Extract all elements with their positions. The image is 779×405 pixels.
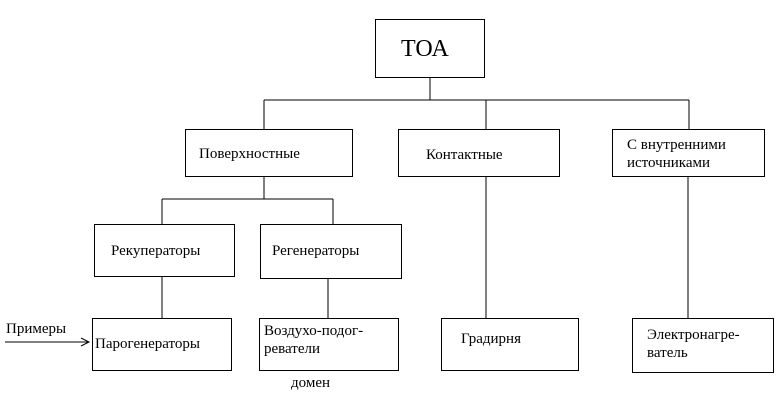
node-toa-label: ТОА xyxy=(401,36,449,62)
node-internal: С внутренними источниками xyxy=(612,129,765,177)
node-toa: ТОА xyxy=(375,19,485,78)
node-recuperators: Рекуператоры xyxy=(94,224,235,277)
node-cooling-tower-label: Градирня xyxy=(461,331,521,347)
node-internal-line1: С внутренними xyxy=(627,137,726,153)
node-contact: Контактные xyxy=(398,129,560,177)
node-air-heaters: Воздухо-подог- реватели xyxy=(259,318,399,371)
node-electric-heater: Электронагре- ватель xyxy=(632,318,774,373)
node-steam-generators-label: Парогенераторы xyxy=(95,336,200,352)
node-regenerators-label: Регенераторы xyxy=(272,243,360,259)
node-electric-heater-line1: Электронагре- xyxy=(647,327,740,343)
air-heaters-suffix: домен xyxy=(291,375,331,391)
node-regenerators: Регенераторы xyxy=(260,224,402,279)
examples-heading: Примеры xyxy=(6,321,67,337)
node-surface: Поверхностные xyxy=(185,129,353,177)
node-electric-heater-line2: ватель xyxy=(647,345,688,361)
examples-arrow-head xyxy=(80,337,91,347)
node-air-heaters-line2: реватели xyxy=(264,341,321,357)
node-surface-label: Поверхностные xyxy=(199,146,300,162)
node-air-heaters-line1: Воздухо-подог- xyxy=(264,323,364,339)
node-internal-line2: источниками xyxy=(627,155,710,171)
node-contact-label: Контактные xyxy=(426,147,503,163)
node-cooling-tower: Градирня xyxy=(441,318,579,371)
node-recuperators-label: Рекуператоры xyxy=(111,243,201,259)
node-steam-generators: Парогенераторы xyxy=(92,318,232,371)
